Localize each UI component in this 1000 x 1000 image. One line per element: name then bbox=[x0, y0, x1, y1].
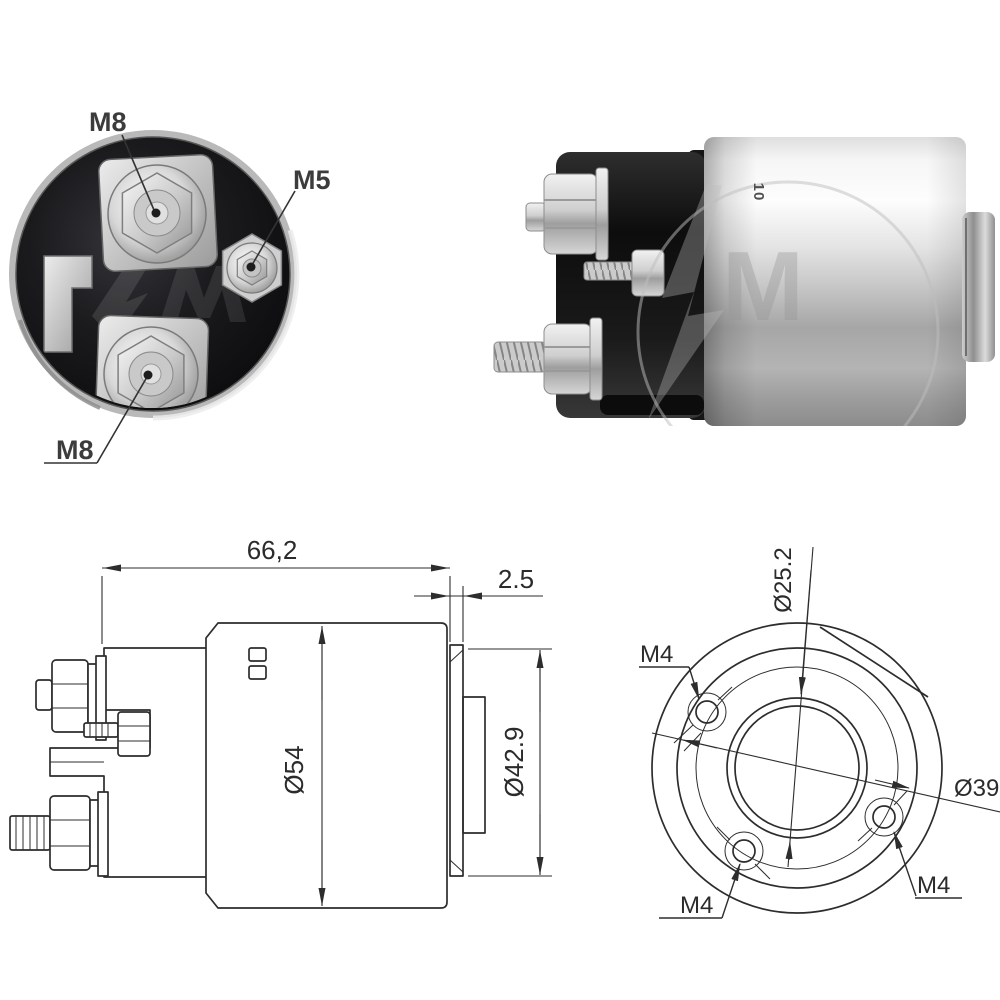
leader-dot-m8-bottom bbox=[143, 370, 153, 380]
solenoid-face bbox=[15, 136, 291, 412]
body-stamp: 10 bbox=[750, 183, 767, 202]
label-m4-top-left: M4 bbox=[640, 641, 673, 668]
dim-flange-thickness: 2.5 bbox=[498, 564, 534, 594]
dim-body-diameter: Ø54 bbox=[279, 745, 309, 794]
label-m8-bottom: M8 bbox=[56, 435, 94, 465]
drawing-terminal-m8-top bbox=[35, 655, 107, 741]
mount-hole-bottom-left bbox=[716, 826, 771, 880]
flange-outer-circle bbox=[651, 622, 943, 914]
side-drawing-outline bbox=[9, 622, 486, 909]
bore-outer-circle bbox=[726, 697, 868, 839]
photo-terminal-middle bbox=[583, 249, 665, 297]
dim-overall-length: 66,2 bbox=[247, 535, 298, 565]
mount-hole-top-left bbox=[673, 686, 733, 752]
photo-terminal-bottom bbox=[493, 317, 603, 401]
drawing-terminal-m8-bottom bbox=[9, 791, 109, 877]
end-drawing-dimensions: Ø25.2 Ø39 M4 M4 M4 bbox=[639, 546, 1000, 919]
front-photo-annotations: M8 M5 M8 bbox=[44, 107, 331, 465]
label-m5: M5 bbox=[293, 165, 331, 195]
solenoid-end-flange bbox=[962, 212, 995, 362]
photo-terminal-top bbox=[525, 167, 609, 261]
leader-dot-m5 bbox=[246, 262, 256, 272]
side-drawing-dimensions: 66,2 2.5 Ø54 Ø42.9 bbox=[101, 535, 552, 906]
side-photo-image bbox=[493, 137, 995, 426]
mount-hole-bottom-right bbox=[857, 790, 908, 842]
watermark-m-letter: M bbox=[722, 231, 804, 341]
drawing-flange bbox=[449, 644, 486, 877]
side-photo-watermark: M 10 bbox=[636, 180, 940, 426]
body-outline bbox=[205, 622, 448, 909]
watermark-bolt bbox=[648, 185, 724, 420]
flange-inner-ring bbox=[676, 647, 918, 889]
drawing-terminal-m5 bbox=[83, 711, 151, 757]
label-m8-top: M8 bbox=[89, 107, 127, 137]
end-drawing-outline bbox=[651, 622, 943, 914]
bolt-circle bbox=[695, 666, 899, 870]
label-m4-bottom-right: M4 bbox=[917, 872, 950, 899]
bore-inner-circle bbox=[734, 705, 860, 831]
dim-bolt-circle-diameter: Ø39 bbox=[954, 775, 999, 802]
watermark-circle bbox=[636, 180, 940, 426]
leader-dot-m8-top bbox=[151, 208, 161, 218]
label-m4-bottom-left: M4 bbox=[680, 892, 713, 919]
dim-flange-diameter: Ø42.9 bbox=[499, 727, 529, 798]
dim-bore-diameter: Ø25.2 bbox=[770, 547, 797, 612]
